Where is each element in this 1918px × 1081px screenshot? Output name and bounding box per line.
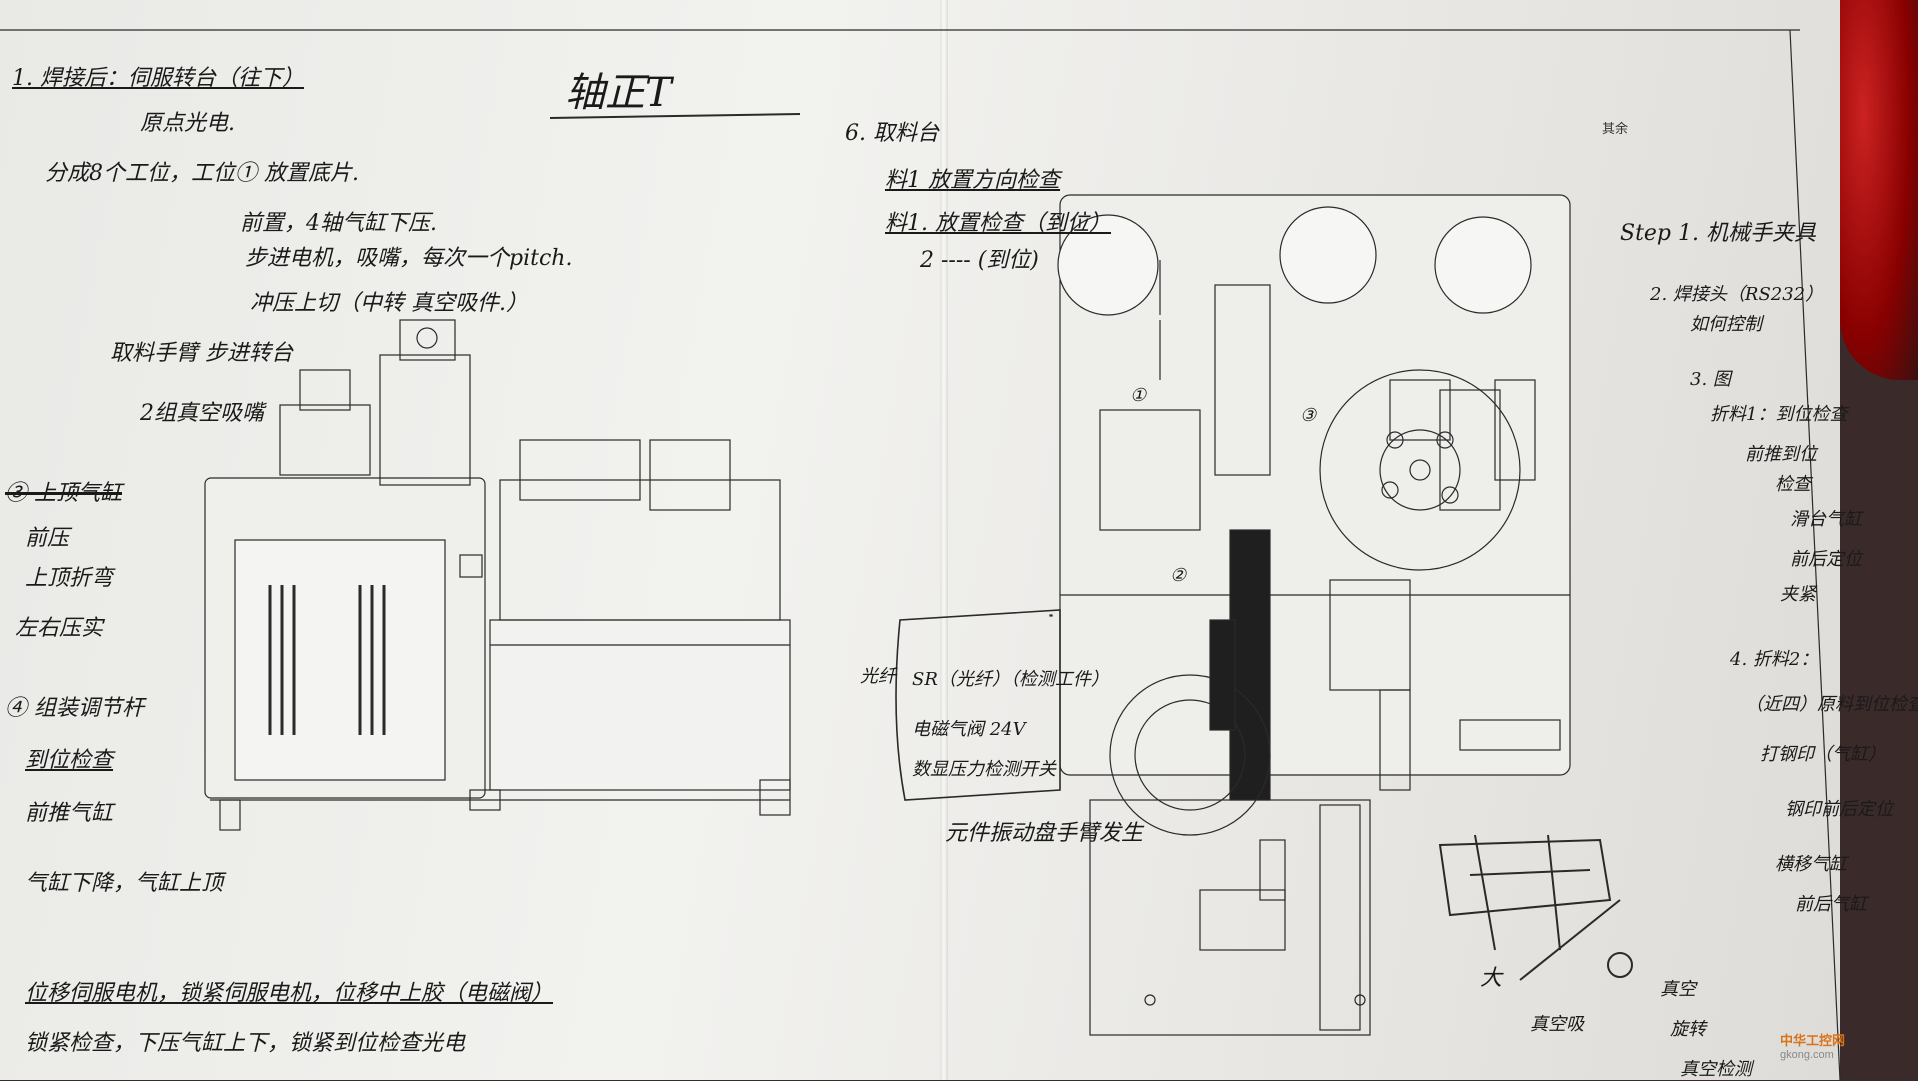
note-4: 前置，4轴气缸下压.: [240, 211, 437, 236]
border-line-right: [1789, 29, 1841, 1080]
axis-sketch: [1438, 834, 1633, 981]
right-note-7: 检查: [1775, 474, 1811, 495]
mid-note-4: 2 ---- (到位): [920, 248, 1039, 273]
right-note-2: 2. 焊接头（RS232）: [1650, 284, 1824, 305]
right-note-4: 3. 图: [1690, 369, 1731, 390]
sensor-note-2: 电磁气阀 24V: [912, 719, 1026, 740]
red-object-background: [1840, 0, 1918, 380]
bottom-note-4: 真空检测: [1680, 1059, 1752, 1080]
note-14: 到位检查: [25, 748, 114, 773]
sensor-note-3: 数显压力检测开关: [912, 759, 1056, 780]
bottom-note-vacuum: 真空吸: [1530, 1014, 1584, 1035]
right-note-12: （近四）原料到位检查: [1745, 694, 1918, 715]
right-note-5: 折料1：到位检查: [1710, 404, 1848, 425]
machine-plan-view: [1049, 194, 1571, 836]
bottom-note-3: 旋转: [1670, 1019, 1706, 1040]
right-note-11: 4. 折料2：: [1730, 649, 1819, 670]
note-9: ③ 上顶气缸: [5, 481, 122, 506]
circled-number-2: ②: [1170, 565, 1187, 586]
right-note-3: 如何控制: [1690, 314, 1762, 335]
note-18: 锁紧检查，下压气缸上下，锁紧到位检查光电: [25, 1031, 466, 1056]
annotation-bracket: [895, 609, 1061, 801]
paper-fold: [940, 0, 948, 1080]
right-note-10: 夹紧: [1780, 584, 1816, 605]
plan-view-lower: [1089, 799, 1371, 1036]
right-note-9: 前后定位: [1790, 549, 1862, 570]
right-note-16: 前后气缸: [1795, 894, 1867, 915]
bottom-note-2: 真空: [1660, 979, 1696, 1000]
right-note-6: 前推到位: [1745, 444, 1817, 465]
axis-label-big: 大: [1480, 966, 1503, 991]
note-5: 步进电机，吸嘴，每次一个pitch.: [245, 246, 573, 271]
right-note-8: 滑台气缸: [1790, 509, 1862, 530]
sensor-note-1: SR（光纤）（检测工件）: [912, 669, 1109, 690]
note-2: 原点光电.: [140, 111, 235, 136]
mid-note-3: 料1. 放置检查（到位）: [885, 211, 1111, 236]
sensor-label-fiber: 光纤: [860, 666, 896, 687]
note-12: 左右压实: [15, 616, 104, 641]
note-1: 1. 焊接后：伺服转台（往下）: [12, 66, 304, 91]
note-3: 分成8个工位，工位① 放置底片.: [45, 161, 359, 186]
note-13: ④ 组装调节杆: [5, 696, 144, 721]
right-note-15: 横移气缸: [1775, 854, 1847, 875]
mid-note-2: 料1 放置方向检查: [885, 168, 1060, 193]
circled-number-3: ③: [1300, 405, 1317, 426]
note-17: 位移伺服电机，锁紧伺服电机，位移中上胶（电磁阀）: [25, 981, 554, 1006]
sensor-note-4: 元件振动盘手臂发生: [945, 821, 1144, 846]
right-note-14: 钢印前后定位: [1785, 799, 1893, 820]
title-underline: [549, 113, 801, 119]
machine-front-view: [204, 319, 791, 831]
watermark-text: 中华工控网: [1780, 1033, 1846, 1048]
note-8: 2组真空吸嘴: [140, 401, 264, 426]
note-6: 冲压上切（中转 真空吸件.）: [250, 291, 528, 316]
mid-note-1: 6. 取料台: [845, 121, 939, 146]
sketch-title: 轴正T: [565, 70, 672, 116]
watermark: 中华工控网 gkong.com: [1780, 1030, 1845, 1061]
right-note-13: 打钢印（气缸）: [1760, 744, 1886, 765]
title-block-label: 其余: [1602, 121, 1629, 136]
right-note-1: Step 1. 机械手夹具: [1620, 221, 1816, 246]
note-16: 气缸下降，气缸上顶: [25, 871, 224, 896]
circled-number-1: ①: [1130, 385, 1147, 406]
note-11: 上顶折弯: [25, 566, 114, 591]
note-10: 前压: [25, 526, 70, 551]
watermark-sub: gkong.com: [1780, 1049, 1834, 1061]
note-15: 前推气缸: [25, 801, 114, 826]
note-7: 取料手臂 步进转台: [110, 341, 293, 366]
